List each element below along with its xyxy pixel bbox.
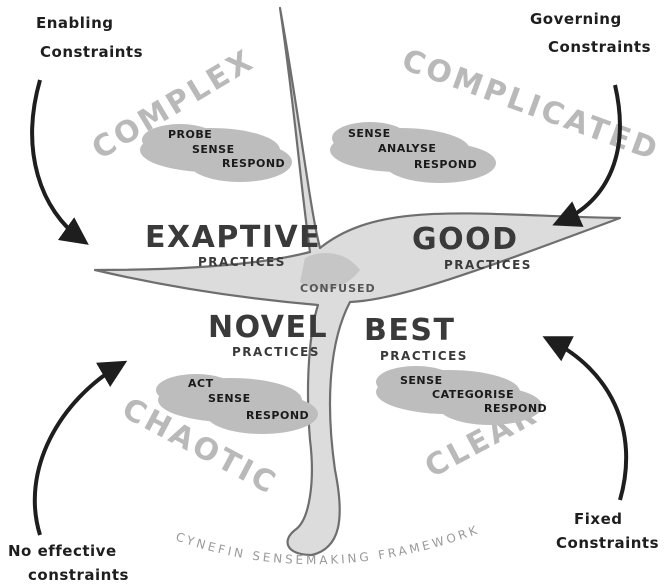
bottom-right-label-line2: Constraints [556,534,659,552]
chaotic-step-3: RESPOND [246,409,309,422]
complex-step-2: SENSE [192,143,235,156]
complex-sequence-cloud: PROBE SENSE RESPOND [140,124,292,182]
clear-step-1: SENSE [400,374,443,387]
exaptive-subtitle: PRACTICES [198,255,286,269]
complex-step-1: PROBE [168,128,212,141]
top-left-label-line2: Constraints [40,43,143,61]
chaotic-sequence-cloud: ACT SENSE RESPOND [156,374,318,434]
boundary-shape [93,6,622,557]
complicated-step-1: SENSE [348,127,391,140]
complicated-step-2: ANALYSE [378,142,436,155]
curved-arrow-icon [542,336,629,501]
good-subtitle: PRACTICES [444,258,532,272]
bottom-right-label-line1: Fixed [574,510,622,528]
complicated-step-3: RESPOND [414,158,477,171]
domain-boundaries: CONFUSED [93,6,622,557]
top-right-label-line1: Governing [530,10,622,28]
complicated-sequence-cloud: SENSE ANALYSE RESPOND [330,122,496,183]
novel-subtitle: PRACTICES [232,345,320,359]
best-title: BEST [364,313,455,348]
novel-title: NOVEL [208,310,328,345]
bottom-left-label-line2: constraints [28,566,129,584]
exaptive-title: EXAPTIVE [145,220,321,255]
curved-arrow-icon [30,79,89,245]
top-right-label-line2: Constraints [548,38,651,56]
curved-arrow-icon [32,360,128,536]
best-subtitle: PRACTICES [380,349,468,363]
top-left-label-line1: Enabling [36,14,113,32]
curved-arrow-icon [552,84,622,227]
confused-label: CONFUSED [300,282,376,295]
clear-step-2: CATEGORISE [432,388,514,401]
good-title: GOOD [412,222,519,257]
clear-step-3: RESPOND [484,402,547,415]
chaotic-step-1: ACT [188,377,214,390]
bottom-left-label-line1: No effective [8,542,117,560]
complex-step-3: RESPOND [222,157,285,170]
clear-sequence-cloud: SENSE CATEGORISE RESPOND [376,366,547,425]
chaotic-step-2: SENSE [208,392,251,405]
